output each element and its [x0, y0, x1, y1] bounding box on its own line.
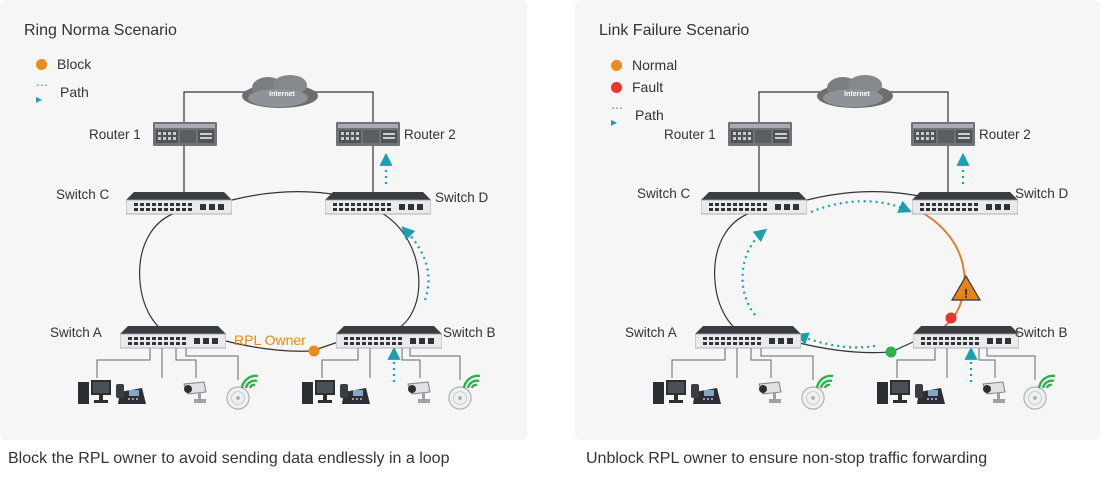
switch-d-label: Switch D — [435, 190, 489, 205]
router1-icon — [728, 122, 792, 146]
switch-d-label: Switch D — [1015, 186, 1069, 201]
security-camera-icon — [758, 381, 782, 404]
switch-b-label: Switch B — [1015, 325, 1068, 340]
switch-d-icon — [912, 192, 1018, 215]
path-arrow-icon: ⋯▸ — [611, 101, 623, 129]
path-arrow-b-to-a — [795, 332, 876, 349]
switch-c-icon — [126, 192, 232, 215]
switch-d-icon — [325, 192, 431, 215]
security-camera-icon — [183, 381, 207, 404]
switch-b-icon — [336, 326, 442, 349]
switch-a-icon — [120, 326, 226, 349]
fault-dot-icon — [611, 81, 622, 93]
normal-dot-icon — [611, 59, 622, 71]
router1-icon — [153, 122, 217, 146]
router2-icon — [336, 122, 400, 146]
legend-label: Path — [60, 84, 89, 100]
wifi-signal-icon — [1037, 374, 1057, 390]
router2-label: Router 2 — [404, 127, 456, 142]
switch-a-label: Switch A — [625, 325, 677, 340]
security-camera-icon — [407, 381, 431, 404]
wifi-signal-icon — [240, 374, 260, 390]
left-title: Ring Norma Scenario — [24, 22, 177, 39]
svg-text:!: ! — [964, 286, 968, 301]
warning-triangle-icon — [950, 274, 982, 301]
wireless-ap-icon — [1023, 386, 1047, 410]
legend-item-fault: Fault — [611, 79, 663, 95]
desktop-pc-icon — [653, 380, 686, 404]
right-title: Link Failure Scenario — [599, 22, 750, 39]
switch-b-icon — [913, 326, 1019, 349]
block-dot-icon — [36, 58, 47, 70]
switch-c-icon — [701, 192, 807, 215]
wireless-ap-icon — [226, 386, 250, 410]
switch-a-label: Switch A — [50, 325, 102, 340]
ip-phone-icon — [691, 384, 721, 404]
security-camera-icon — [982, 381, 1006, 404]
left-diagram: Internet — [78, 75, 482, 410]
switch-b-label: Switch B — [443, 325, 496, 340]
wifi-signal-icon — [462, 374, 482, 390]
desktop-pc-icon — [302, 380, 335, 404]
switch-a-icon — [695, 326, 801, 349]
path-arrow-icon: ⋯▸ — [36, 78, 48, 106]
legend-label: Path — [635, 107, 664, 123]
left-caption: Block the RPL owner to avoid sending dat… — [8, 450, 450, 467]
legend-item-path: ⋯▸ Path — [36, 78, 89, 106]
rpl-owner-block-dot — [308, 345, 320, 357]
desktop-pc-icon — [877, 380, 910, 404]
legend-label: Normal — [632, 57, 678, 73]
desktop-pc-icon — [78, 380, 111, 404]
router2-icon — [911, 122, 975, 146]
path-arrow-c-to-d — [810, 200, 912, 214]
path-arrow-a-to-c — [741, 228, 768, 316]
ip-phone-icon — [116, 384, 146, 404]
internet-label: Internet — [844, 91, 870, 98]
path-arrow-b-to-d — [401, 226, 430, 301]
link-failure-scenario-panel: ! Internet Link Failure Sc — [575, 0, 1100, 440]
switch-c-label: Switch C — [56, 187, 110, 202]
ip-phone-icon — [915, 384, 945, 404]
legend-item-normal: Normal — [611, 57, 677, 73]
right-caption: Unblock RPL owner to ensure non-stop tra… — [586, 450, 988, 467]
router1-label: Router 1 — [89, 127, 141, 142]
right-diagram: ! Internet — [653, 75, 1057, 410]
legend-label: Block — [57, 56, 92, 72]
wireless-ap-icon — [801, 386, 825, 410]
wireless-ap-icon — [448, 386, 472, 410]
wifi-signal-icon — [815, 374, 835, 390]
legend-item-path: ⋯▸ Path — [611, 101, 664, 129]
fault-dot — [945, 312, 957, 324]
unblocked-rpl-dot — [885, 346, 897, 358]
legend-item-block: Block — [36, 56, 91, 72]
ip-phone-icon — [340, 384, 370, 404]
ring-normal-scenario-panel: Internet Ring Norma Scenario Block ⋯▸ Pa… — [0, 0, 527, 440]
legend-label: Fault — [632, 79, 664, 95]
internet-label: Internet — [269, 91, 295, 98]
router1-label: Router 1 — [664, 127, 716, 142]
router2-label: Router 2 — [979, 127, 1031, 142]
rpl-owner-label: RPL Owner — [234, 332, 306, 348]
switch-c-label: Switch C — [637, 186, 691, 201]
faulty-link — [920, 211, 966, 329]
